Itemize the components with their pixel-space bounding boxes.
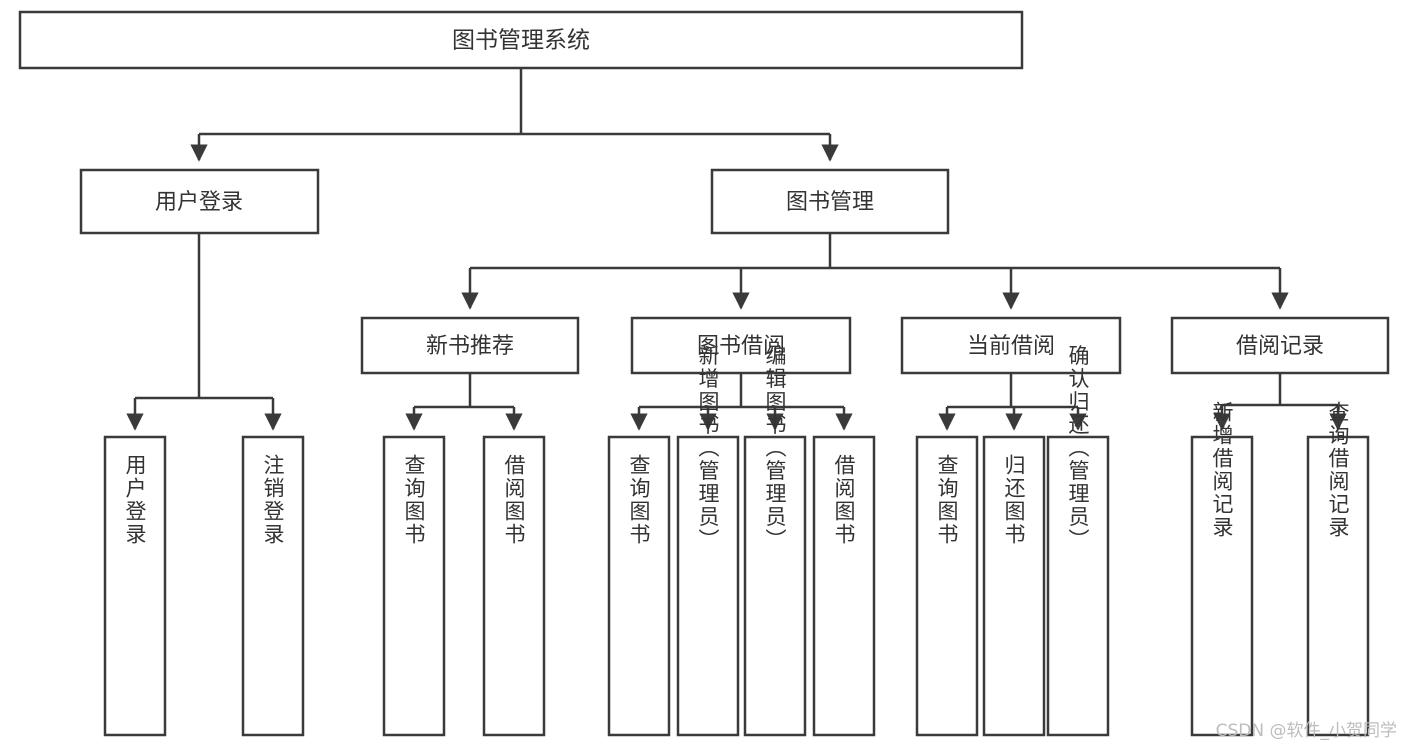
leaf-new-book-query[interactable]: 查询图书 (382, 435, 446, 737)
leaf-user-login-login[interactable]: 用户登录 (103, 435, 167, 737)
leaf-box (982, 435, 1046, 737)
connector-borrow-record-to-leaves (1213, 373, 1347, 431)
leaf-label: 归还图书 (1002, 454, 1026, 546)
leaf-user-login-logout[interactable]: 注销登录 (241, 435, 305, 737)
leaf-label: 新增图书（管理员） (696, 345, 720, 552)
leaf-box (1190, 435, 1254, 737)
leaf-borrow-record-query[interactable]: 查询借阅记录 (1306, 401, 1370, 737)
leaf-box (241, 435, 305, 737)
leaf-box (103, 435, 167, 737)
leaf-label: 注销登录 (261, 454, 285, 546)
connector-root-to-level2 (190, 68, 839, 162)
node-new-book-recommend-box (360, 316, 580, 375)
node-book-management-label: 图书管理 (786, 190, 874, 215)
node-borrow-record-label: 借阅记录 (1236, 334, 1324, 359)
node-book-borrow[interactable]: 图书借阅 (630, 316, 852, 375)
leaf-box (915, 435, 979, 737)
leaf-box (607, 435, 671, 737)
watermark: CSDN @软件_小贺同学 (1215, 721, 1397, 741)
leaf-book-borrow-query[interactable]: 查询图书 (607, 435, 671, 737)
node-root-label: 图书管理系统 (452, 28, 590, 54)
leaf-box (743, 435, 807, 737)
leaf-box (1046, 435, 1110, 737)
node-user-login[interactable]: 用户登录 (79, 168, 320, 235)
leaf-label: 用户登录 (123, 454, 147, 546)
leaf-label: 查询借阅记录 (1326, 401, 1350, 539)
leaf-label: 借阅图书 (832, 454, 856, 546)
leaf-label: 借阅图书 (502, 454, 526, 546)
node-borrow-record[interactable]: 借阅记录 (1170, 316, 1390, 375)
connector-user-login-to-leaves (126, 233, 282, 431)
node-current-borrow-label: 当前借阅 (967, 334, 1055, 359)
leaf-book-borrow-add[interactable]: 新增图书（管理员） (676, 345, 740, 737)
leaf-borrow-record-add[interactable]: 新增借阅记录 (1190, 401, 1254, 737)
connector-book-management-to-level3 (461, 233, 1289, 310)
node-user-login-box (79, 168, 320, 235)
leaf-box (382, 435, 446, 737)
node-new-book-recommend[interactable]: 新书推荐 (360, 316, 580, 375)
leaf-box (812, 435, 876, 737)
leaf-label: 查询图书 (402, 454, 426, 546)
node-root-box (18, 10, 1024, 70)
connector-new-book-recommend-to-leaves (405, 373, 523, 431)
node-book-borrow-label: 图书借阅 (697, 334, 785, 359)
leaf-new-book-borrow[interactable]: 借阅图书 (482, 435, 546, 737)
leaf-box (1306, 435, 1370, 737)
node-root[interactable]: 图书管理系统 (18, 10, 1024, 70)
leaf-label: 确认归还（管理员） (1066, 345, 1090, 552)
leaf-box (482, 435, 546, 737)
leaf-book-borrow-edit[interactable]: 编辑图书（管理员） (743, 345, 807, 737)
leaf-box (676, 435, 740, 737)
node-new-book-recommend-label: 新书推荐 (426, 334, 514, 359)
connector-current-borrow-to-leaves (938, 373, 1087, 431)
leaf-label: 编辑图书（管理员） (763, 345, 787, 552)
node-borrow-record-box (1170, 316, 1390, 375)
leaf-current-borrow-query[interactable]: 查询图书 (915, 435, 979, 737)
leaf-current-borrow-confirm[interactable]: 确认归还（管理员） (1046, 345, 1110, 737)
leaf-label: 查询图书 (935, 454, 959, 546)
node-book-management[interactable]: 图书管理 (710, 168, 950, 235)
leaf-current-borrow-return[interactable]: 归还图书 (982, 435, 1046, 737)
leaf-book-borrow-borrow[interactable]: 借阅图书 (812, 435, 876, 737)
leaf-label: 查询图书 (627, 454, 651, 546)
node-user-login-label: 用户登录 (155, 190, 243, 215)
connector-book-borrow-to-leaves (630, 373, 853, 431)
leaf-label: 新增借阅记录 (1210, 401, 1234, 539)
